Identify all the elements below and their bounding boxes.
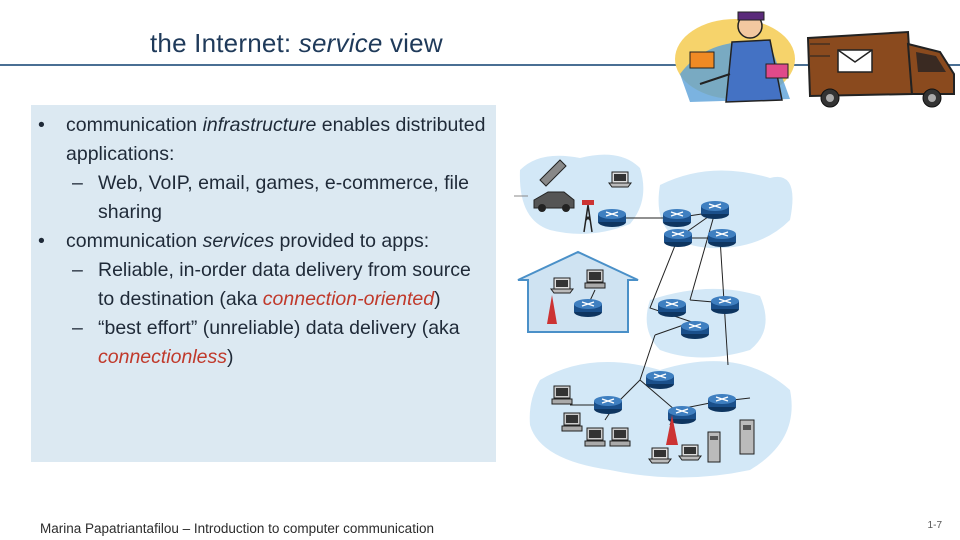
sub-bullet-connectionless: –“best effort” (unreliable) data deliver…: [72, 317, 460, 368]
laptop-icon: [648, 447, 672, 464]
house-icon: [517, 250, 639, 333]
sub-bullet-connection-oriented: –Reliable, in-order data delivery from s…: [72, 259, 471, 310]
wireless-tower-icon: [547, 295, 557, 324]
router-icon: [657, 298, 687, 318]
server-icon: [739, 419, 755, 455]
sub-bullet-apps: –Web, VoIP, email, games, e-commerce, fi…: [72, 172, 470, 223]
router-icon: [662, 208, 692, 228]
wireless-tower-icon: [666, 415, 678, 445]
router-icon: [597, 208, 627, 228]
router-icon: [645, 370, 675, 390]
desktop-icon: [551, 385, 573, 405]
desktop-icon: [584, 269, 606, 289]
router-icon: [680, 320, 710, 340]
bullet-infrastructure: •communication infrastructure enables di…: [38, 114, 486, 165]
router-icon: [707, 393, 737, 413]
router-icon: [663, 228, 693, 248]
car-icon: [514, 191, 575, 212]
server-icon: [707, 431, 721, 463]
desktop-icon: [609, 427, 631, 447]
title-emphasis: service: [298, 28, 383, 58]
mail-truck-icon: [806, 30, 955, 108]
network-diagram: [514, 154, 793, 478]
title-suffix: view: [382, 28, 443, 58]
page-number: 1-7: [927, 520, 942, 531]
desktop-icon: [584, 427, 606, 447]
router-icon: [707, 228, 737, 248]
laptop-icon: [678, 444, 702, 461]
mail-carrier-clipart: [675, 11, 955, 108]
bullet-list: •communication infrastructure enables di…: [38, 111, 488, 372]
router-icon: [700, 200, 730, 220]
router-icon: [710, 295, 740, 315]
mobile-phone-icon: [539, 159, 567, 187]
mail-carrier-icon: [675, 11, 795, 103]
slide-title: the Internet: service view: [150, 28, 443, 59]
bullet-services: •communication services provided to apps…: [38, 230, 430, 252]
bullet-content-box: [31, 105, 496, 462]
laptop-icon: [550, 277, 574, 294]
laptop-icon: [608, 171, 632, 188]
desktop-icon: [561, 412, 583, 432]
router-icon: [593, 395, 623, 415]
wireless-tower-icon: [582, 200, 594, 233]
title-divider: [0, 64, 960, 66]
institutional-network-cloud: [529, 361, 792, 478]
title-prefix: the Internet:: [150, 28, 299, 58]
footer-text: Marina Papatriantafilou – Introduction t…: [40, 521, 434, 536]
router-icon: [573, 298, 603, 318]
